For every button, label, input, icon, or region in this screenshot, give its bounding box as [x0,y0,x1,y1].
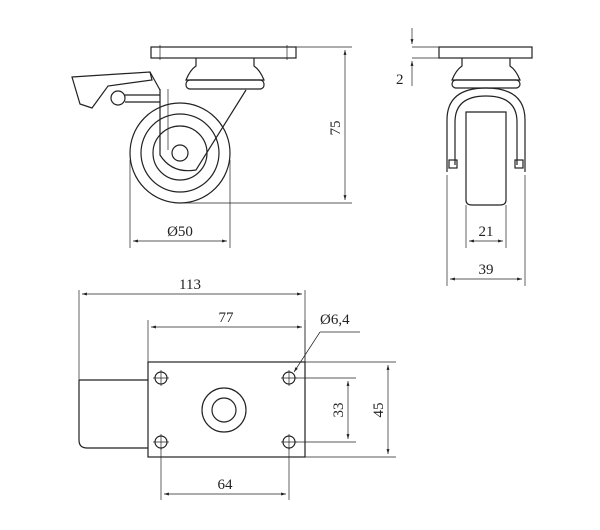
top-view [78,361,306,458]
dimension-plate-width: 45 [305,361,396,458]
dimension-label: 64 [218,477,234,493]
dimension-label: 39 [479,262,494,278]
dimension-hole-spacing-length: 77 [147,310,306,362]
dimension-label: 21 [479,224,494,240]
dimension-plate-thickness: 2 [396,28,439,88]
dimension-label: 77 [219,310,235,326]
dimension-label: Ø50 [167,224,193,240]
dimension-overall-length: 113 [78,277,306,380]
dimension-label: 45 [371,403,387,418]
front-view [438,46,533,206]
side-view [71,45,297,204]
dimension-label: 33 [331,403,347,418]
dimension-wheel-width: 21 [465,205,507,248]
dimension-overall-width: 39 [446,175,526,286]
dimension-hole-diameter: Ø6,4 [293,312,360,373]
dimension-wheel-diameter: Ø50 [129,160,231,248]
dimension-label: 113 [179,277,201,293]
dimension-plate-length: 64 [160,448,290,500]
dimension-label: 2 [396,72,404,88]
dimension-label: 75 [328,121,344,136]
dimension-wheel-height: 75 [180,46,352,204]
dimension-label: Ø6,4 [320,312,350,328]
dimension-hole-spacing-width: 33 [295,377,356,443]
